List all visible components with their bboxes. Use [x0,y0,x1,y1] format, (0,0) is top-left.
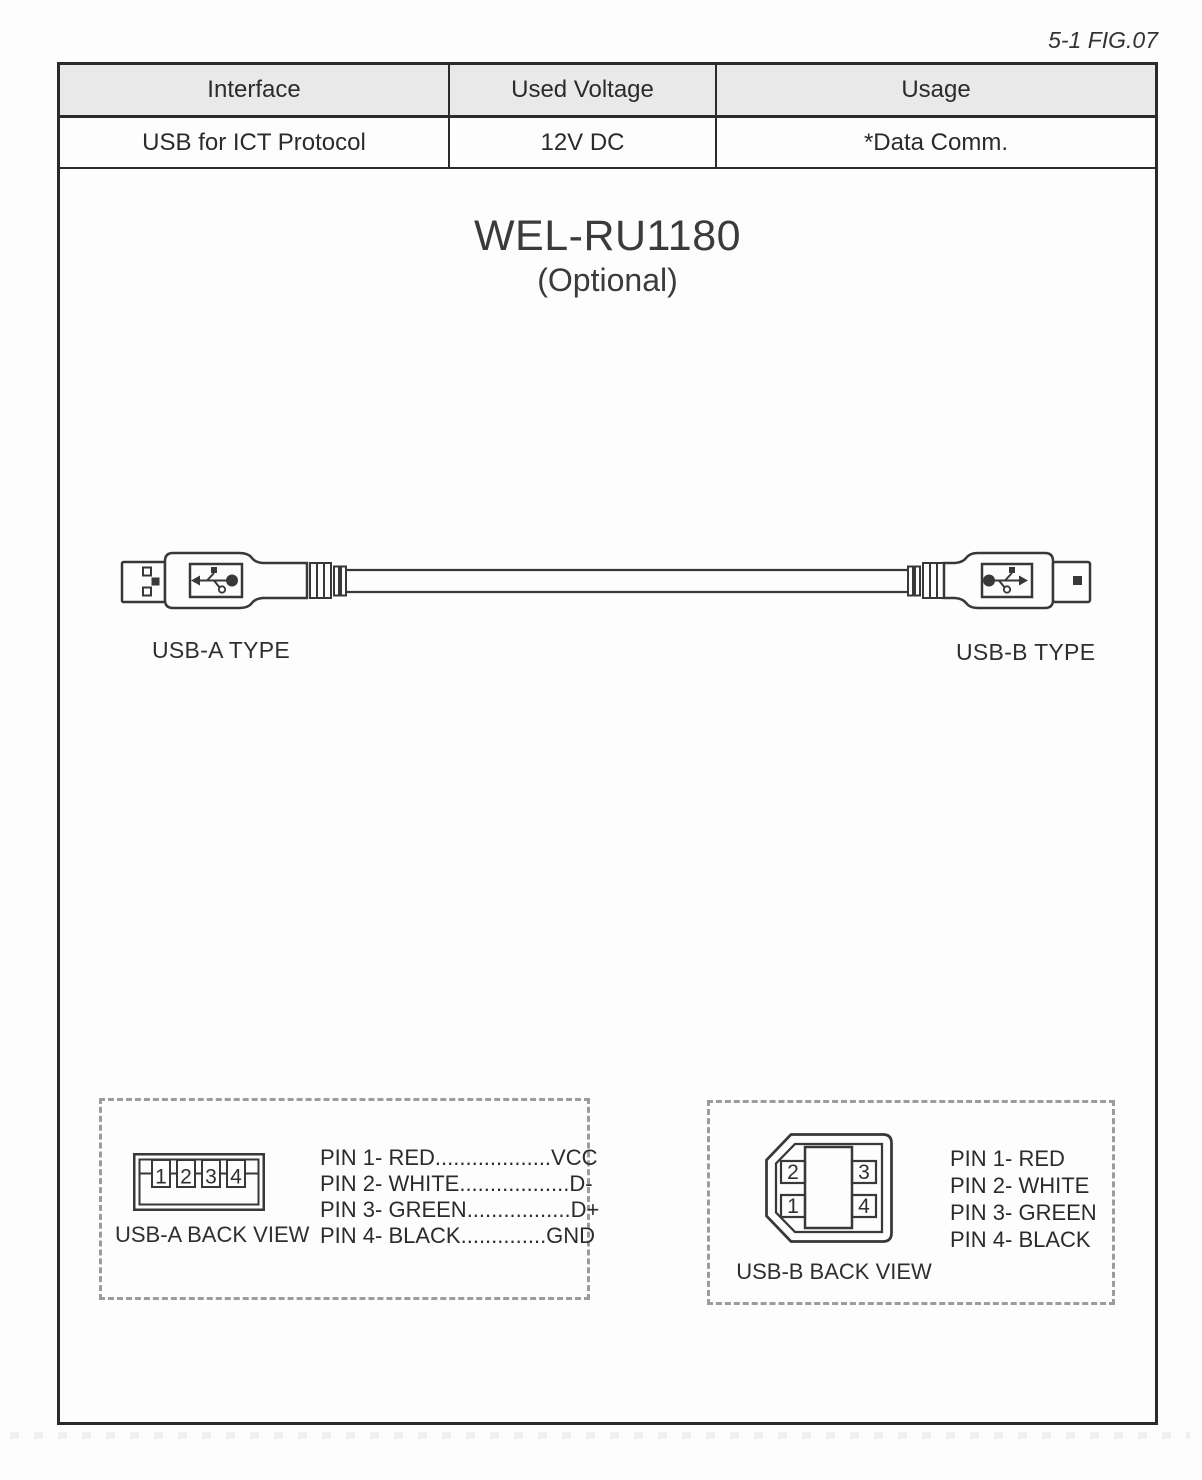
usb-b-pin-numbers: 2 3 1 4 [787,1161,870,1218]
usb-a-back-outer [133,1153,265,1211]
pin-number: 4 [230,1166,242,1189]
usb-a-back-inner [138,1158,260,1206]
usb-b-back-pins [779,1159,878,1219]
pin-number: 1 [155,1166,167,1189]
usb-a-back-view-drawing: 1 2 3 4 [133,1153,265,1211]
usb-a-type-label: USB-A TYPE [152,637,291,663]
pinout-line: PIN 1- RED [950,1146,1065,1171]
pinout-line: PIN 2- WHITE [950,1173,1090,1198]
table-header-used-voltage: Used Voltage [450,65,717,118]
table-header-usage: Usage [717,65,1155,118]
usb-a-strain-relief [309,562,347,599]
model-subtitle: (Optional) [537,262,678,298]
usb-a-pinout-list: PIN 1- RED...................VCC PIN 2- … [320,1145,599,1249]
usb-a-plug-hole-bottom [142,586,152,597]
table-header-interface: Interface [60,65,450,118]
pin-number: 1 [787,1195,799,1218]
usb-a-plug-hole-top [142,566,152,577]
table-cell-usage: *Data Comm. [717,118,1155,169]
pin-number: 4 [858,1195,870,1218]
pinout-line: PIN 3- GREEN.................D+ [320,1197,600,1222]
usb-b-detail-box: 2 3 1 4 USB-B BACK VIEW PIN 1- RED PIN 2… [707,1100,1115,1305]
usb-b-back-center-key [803,1145,854,1230]
pin-number: 3 [205,1166,217,1189]
usb-b-type-label: USB-B TYPE [956,639,1096,665]
table-cell-used-voltage: 12V DC [450,118,717,169]
scan-artifact-strip [10,1432,1190,1439]
pin-number: 2 [787,1161,799,1184]
usb-b-metal-plug [1051,560,1092,604]
title-block: WEL-RU1180 (Optional) [57,212,1158,299]
usb-b-connector [907,551,1092,610]
pinout-line: PIN 2- WHITE..................D- [320,1171,593,1196]
usb-a-connector [120,551,347,610]
usb-a-pin-numbers: 1 2 3 4 [155,1166,242,1189]
usb-b-plug-contact [1073,576,1082,585]
pin-number: 3 [858,1161,870,1184]
usb-b-logo-plate [980,562,1034,599]
usb-a-back-pins [140,1159,258,1188]
usb-cable-drawing [120,551,1092,610]
spec-table: Interface Used Voltage Usage USB for ICT… [60,65,1155,169]
usb-a-back-view-caption: USB-A BACK VIEW [115,1222,310,1247]
pinout-line: PIN 4- BLACK [950,1227,1091,1252]
pinout-line: PIN 3- GREEN [950,1200,1097,1225]
table-cell-interface: USB for ICT Protocol [60,118,450,169]
usb-b-back-inner [774,1142,884,1234]
usb-a-logo-plate [188,562,244,599]
pinout-line: PIN 1- RED...................VCC [320,1145,598,1170]
usb-b-back-view-drawing: 2 3 1 4 [765,1133,893,1243]
model-title: WEL-RU1180 [473,212,742,260]
usb-b-back-outer [765,1133,893,1243]
usb-trident-left-icon [191,567,238,594]
pinout-line: PIN 4- BLACK..............GND [320,1223,596,1248]
usb-a-detail-box: 1 2 3 4 USB-A BACK VIEW PIN 1- RED......… [99,1098,599,1300]
pin-number: 2 [180,1166,192,1189]
usb-b-back-view-caption: USB-B BACK VIEW [736,1259,932,1284]
usb-trident-right-icon [983,567,1028,594]
figure-label: 5-1 FIG.07 [1048,27,1158,53]
cable-cord [344,568,909,594]
usb-a-plug-contact [151,577,160,586]
usb-b-strain-relief [907,562,945,599]
usb-b-pinout-list: PIN 1- RED PIN 2- WHITE PIN 3- GREEN PIN… [950,1145,1097,1253]
